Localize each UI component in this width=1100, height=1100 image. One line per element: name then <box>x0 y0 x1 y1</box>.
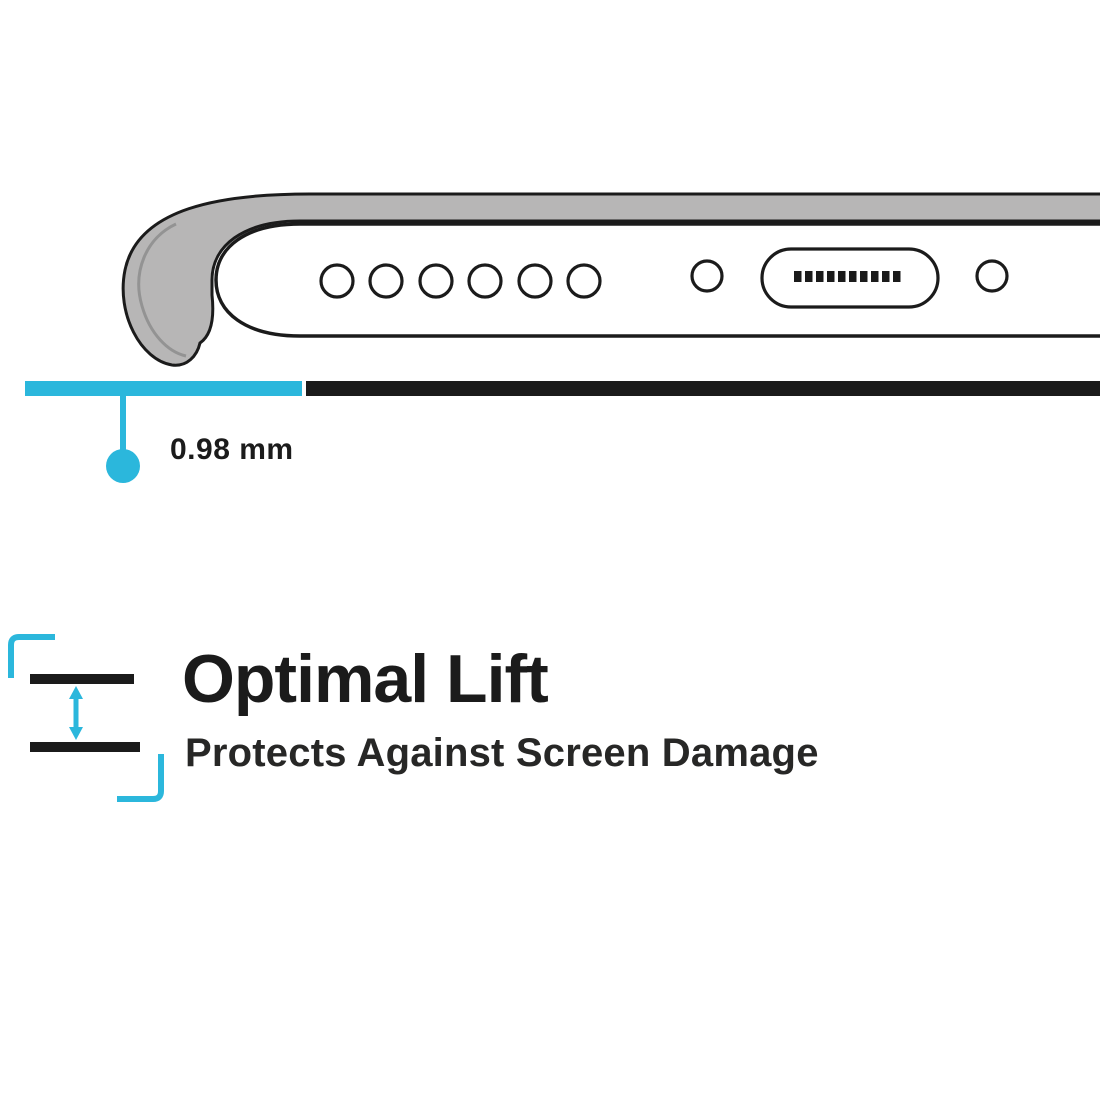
speaker-hole <box>319 263 355 299</box>
case-inner-edge <box>137 222 187 358</box>
surface-line-dark <box>306 381 1100 396</box>
screw-hole-right <box>975 259 1009 293</box>
speaker-holes <box>319 263 602 299</box>
speaker-hole <box>467 263 503 299</box>
speaker-hole <box>566 263 602 299</box>
measurement-dot <box>106 449 140 483</box>
lift-icon <box>8 634 164 802</box>
feature-title: Optimal Lift <box>182 641 549 717</box>
screw-hole-left <box>690 259 724 293</box>
speaker-hole <box>517 263 553 299</box>
feature-subtitle: Protects Against Screen Damage <box>185 731 819 775</box>
lift-arrow-icon <box>69 686 83 740</box>
bracket-top-left-icon <box>8 634 55 678</box>
phone-illustration <box>25 192 1100 483</box>
lift-line-bottom <box>30 742 140 752</box>
bracket-bottom-right-icon <box>117 754 164 802</box>
lift-line-top <box>30 674 134 684</box>
case-shape <box>121 192 1100 367</box>
measurement-label: 0.98 mm <box>170 433 294 466</box>
speaker-hole <box>418 263 454 299</box>
surface-line-accent <box>25 381 302 396</box>
speaker-hole <box>368 263 404 299</box>
port-pins <box>794 271 901 282</box>
measurement-drop-line <box>120 396 126 450</box>
